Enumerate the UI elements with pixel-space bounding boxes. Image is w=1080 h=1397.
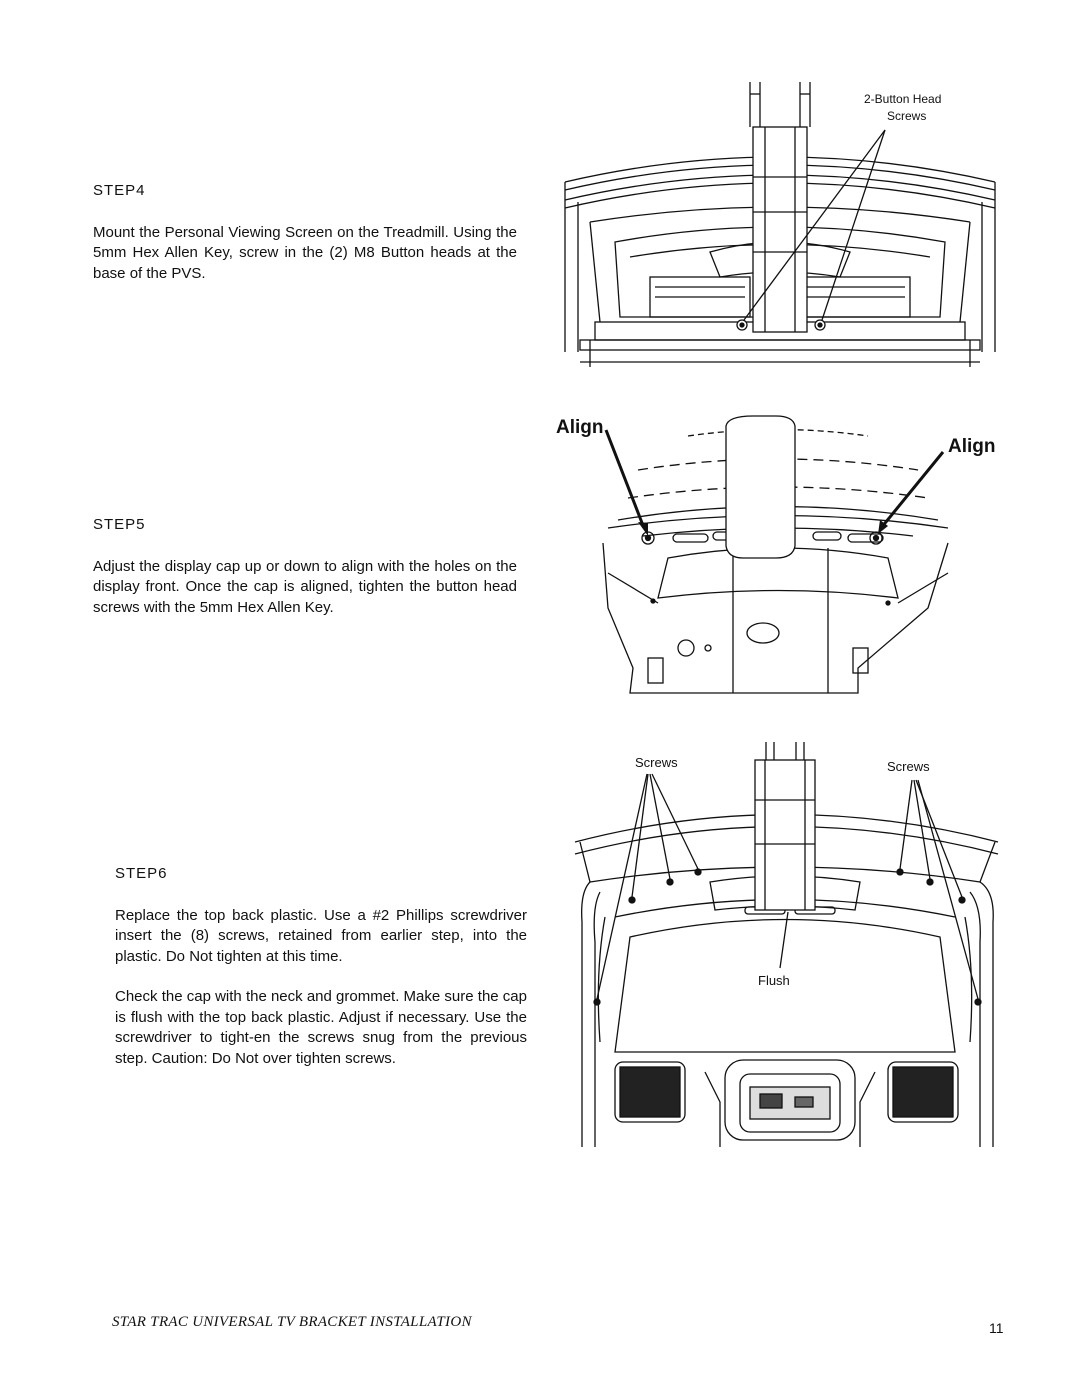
step5-title: STEP5 [93, 516, 146, 533]
step5-instructions: Adjust the display cap up or down to ali… [93, 557, 517, 616]
page-number: 11 [989, 1320, 1004, 1336]
step6-section: STEP6 Replace the top back plastic. Use … [115, 864, 527, 1069]
step6-title: STEP6 [115, 865, 168, 882]
step5-section: STEP5 Adjust the display cap up or down … [93, 515, 517, 618]
step4-section: STEP4 Mount the Personal Viewing Screen … [93, 181, 517, 284]
align-cap-diagram: Align Align [556, 415, 996, 694]
fig3-label-right: Screws [887, 759, 930, 774]
pvs-mount-diagram: 2-Button Head Screws [564, 82, 996, 367]
fig2-label-left: Align [556, 417, 604, 438]
step6-caution-instructions: Check the cap with the neck and grommet.… [115, 988, 527, 1067]
fig2-label-right: Align [948, 436, 996, 457]
footer-title: STAR TRAC UNIVERSAL TV BRACKET INSTALLAT… [112, 1314, 472, 1330]
fig3-label-bottom: Flush [758, 973, 790, 988]
fig1-label-line1: 2-Button Head [864, 92, 941, 106]
step6-instructions: Replace the top back plastic. Use a #2 P… [115, 906, 527, 965]
fig3-label-left: Screws [635, 755, 678, 770]
top-back-plastic-diagram: Screws Screws Flush [574, 742, 999, 1147]
step4-instructions: Mount the Personal Viewing Screen on the… [93, 223, 517, 282]
step4-title: STEP4 [93, 182, 146, 199]
fig1-label-line2: Screws [887, 109, 926, 123]
